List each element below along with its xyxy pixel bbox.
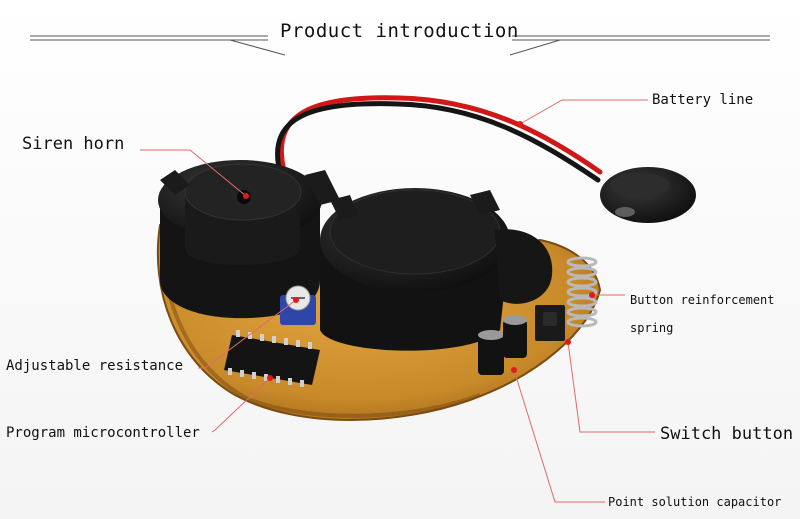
siren-horn-part — [158, 160, 340, 319]
leader-point-capacitor — [513, 369, 605, 503]
dot-switch-button — [565, 339, 571, 345]
dot-program-mcu — [267, 375, 273, 381]
label-battery-line: Battery line — [652, 92, 754, 108]
label-button-spring: Button reinforcement spring — [630, 293, 775, 335]
leader-adjustable-resistance — [198, 299, 297, 369]
page-title: Product introduction — [280, 20, 519, 42]
dot-adjustable-resistance — [293, 297, 299, 303]
header-divider-left — [30, 35, 286, 56]
spring-part — [566, 256, 598, 328]
dot-battery-line — [517, 121, 523, 127]
switch-button-part — [535, 305, 565, 341]
label-adjustable-resistance: Adjustable resistance — [6, 358, 184, 374]
leader-lines — [140, 99, 655, 503]
leader-switch-button — [567, 341, 655, 433]
label-switch-button: Switch button — [660, 424, 794, 444]
leader-siren-horn — [140, 149, 247, 197]
battery-wires — [275, 95, 603, 183]
dot-siren-horn — [243, 193, 249, 199]
indicator-dots — [243, 121, 595, 381]
capacitors — [478, 315, 527, 375]
label-program-microcontroller: Program microcontroller — [6, 425, 200, 441]
buzzer-housing — [320, 188, 553, 351]
microcontroller-chip — [224, 330, 320, 387]
leader-battery-line — [519, 99, 648, 125]
leader-program-mcu — [211, 377, 271, 433]
battery-snap-connector — [600, 167, 696, 223]
label-point-capacitor: Point solution capacitor — [608, 495, 782, 509]
dot-point-capacitor — [511, 367, 517, 373]
header-divider-right — [509, 35, 770, 56]
label-siren-horn: Siren horn — [22, 134, 125, 154]
dot-button-spring — [589, 292, 595, 298]
